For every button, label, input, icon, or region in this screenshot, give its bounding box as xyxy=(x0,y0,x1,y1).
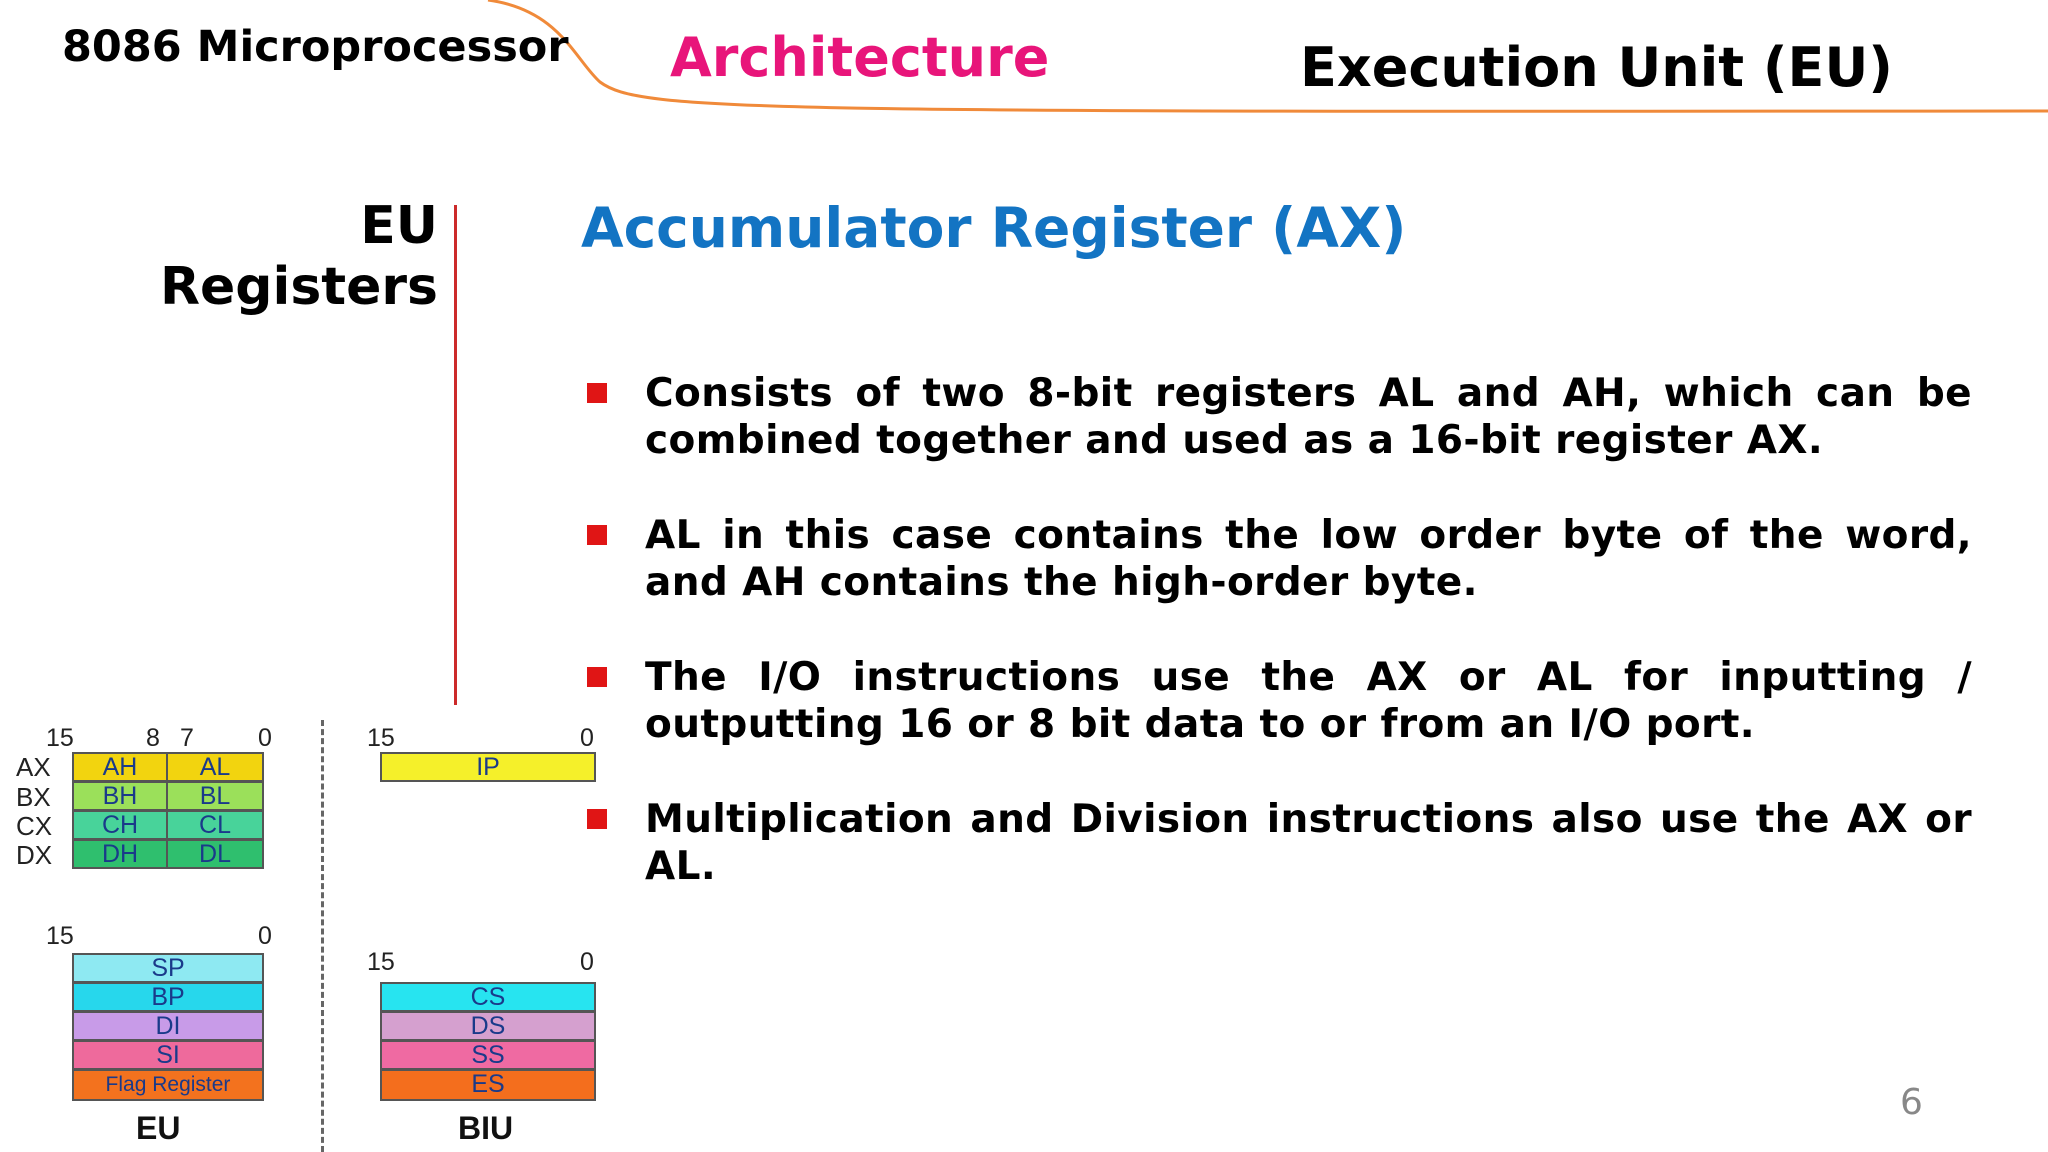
register-row-label: BX xyxy=(16,782,51,812)
register-ah: AH xyxy=(72,752,168,782)
bit-label: 8 xyxy=(146,724,160,752)
register-dl: DL xyxy=(166,839,264,869)
bit-label: 0 xyxy=(258,922,272,950)
bit-label: 15 xyxy=(46,922,74,950)
section-title: Architecture xyxy=(670,26,1050,89)
bullet-item: AL in this case contains the low order b… xyxy=(580,512,1972,606)
course-title: 8086 Microprocessor xyxy=(62,22,569,72)
register-al: AL xyxy=(166,752,264,782)
bullet-square-icon xyxy=(587,383,607,403)
bullet-text: AL in this case contains the low order b… xyxy=(645,513,1972,605)
register-row-label: DX xyxy=(16,840,53,870)
register-flag: Flag Register xyxy=(72,1069,264,1101)
register-row-label: CX xyxy=(16,811,53,841)
register-cl: CL xyxy=(166,810,264,840)
bullet-item: Consists of two 8-bit registers AL and A… xyxy=(580,370,1972,464)
page-number: 6 xyxy=(1900,1082,1923,1123)
register-ss: SS xyxy=(380,1040,596,1070)
bullet-item: Multiplication and Division instructions… xyxy=(580,796,1972,890)
sidebar-title-line2: Registers xyxy=(159,257,438,317)
bullet-text: The I/O instructions use the AX or AL fo… xyxy=(645,655,1972,747)
register-sp: SP xyxy=(72,953,264,983)
bullet-item: The I/O instructions use the AX or AL fo… xyxy=(580,654,1972,748)
register-bl: BL xyxy=(166,781,264,811)
register-si: SI xyxy=(72,1040,264,1070)
register-row-label: AX xyxy=(16,752,51,782)
register-di: DI xyxy=(72,1011,264,1041)
register-es: ES xyxy=(380,1069,596,1101)
bit-label: 15 xyxy=(367,724,395,752)
bullet-text: Consists of two 8-bit registers AL and A… xyxy=(645,371,1972,463)
register-bp: BP xyxy=(72,982,264,1012)
bullet-list: Consists of two 8-bit registers AL and A… xyxy=(580,370,1972,938)
register-ds: DS xyxy=(380,1011,596,1041)
biu-label: BIU xyxy=(458,1110,514,1146)
topic-title: Execution Unit (EU) xyxy=(1300,36,1893,99)
register-bh: BH xyxy=(72,781,168,811)
register-cs: CS xyxy=(380,982,596,1012)
bit-label: 0 xyxy=(580,948,594,976)
bit-label: 15 xyxy=(46,724,74,752)
register-dh: DH xyxy=(72,839,168,869)
eu-label: EU xyxy=(136,1110,181,1146)
sidebar-title-line1: EU xyxy=(360,196,438,256)
bit-label: 15 xyxy=(367,948,395,976)
bullet-square-icon xyxy=(587,809,607,829)
slide-title: Accumulator Register (AX) xyxy=(581,196,1407,260)
register-ip: IP xyxy=(380,752,596,782)
bit-label: 0 xyxy=(258,724,272,752)
bullet-square-icon xyxy=(587,525,607,545)
sidebar-title: EU Registers xyxy=(160,196,438,318)
bullet-square-icon xyxy=(587,667,607,687)
bit-label: 0 xyxy=(580,724,594,752)
header-curve xyxy=(487,0,2048,113)
vertical-divider xyxy=(454,205,457,705)
bullet-text: Multiplication and Division instructions… xyxy=(645,797,1972,889)
eu-biu-divider xyxy=(321,720,324,1152)
bit-label: 7 xyxy=(180,724,194,752)
register-ch: CH xyxy=(72,810,168,840)
